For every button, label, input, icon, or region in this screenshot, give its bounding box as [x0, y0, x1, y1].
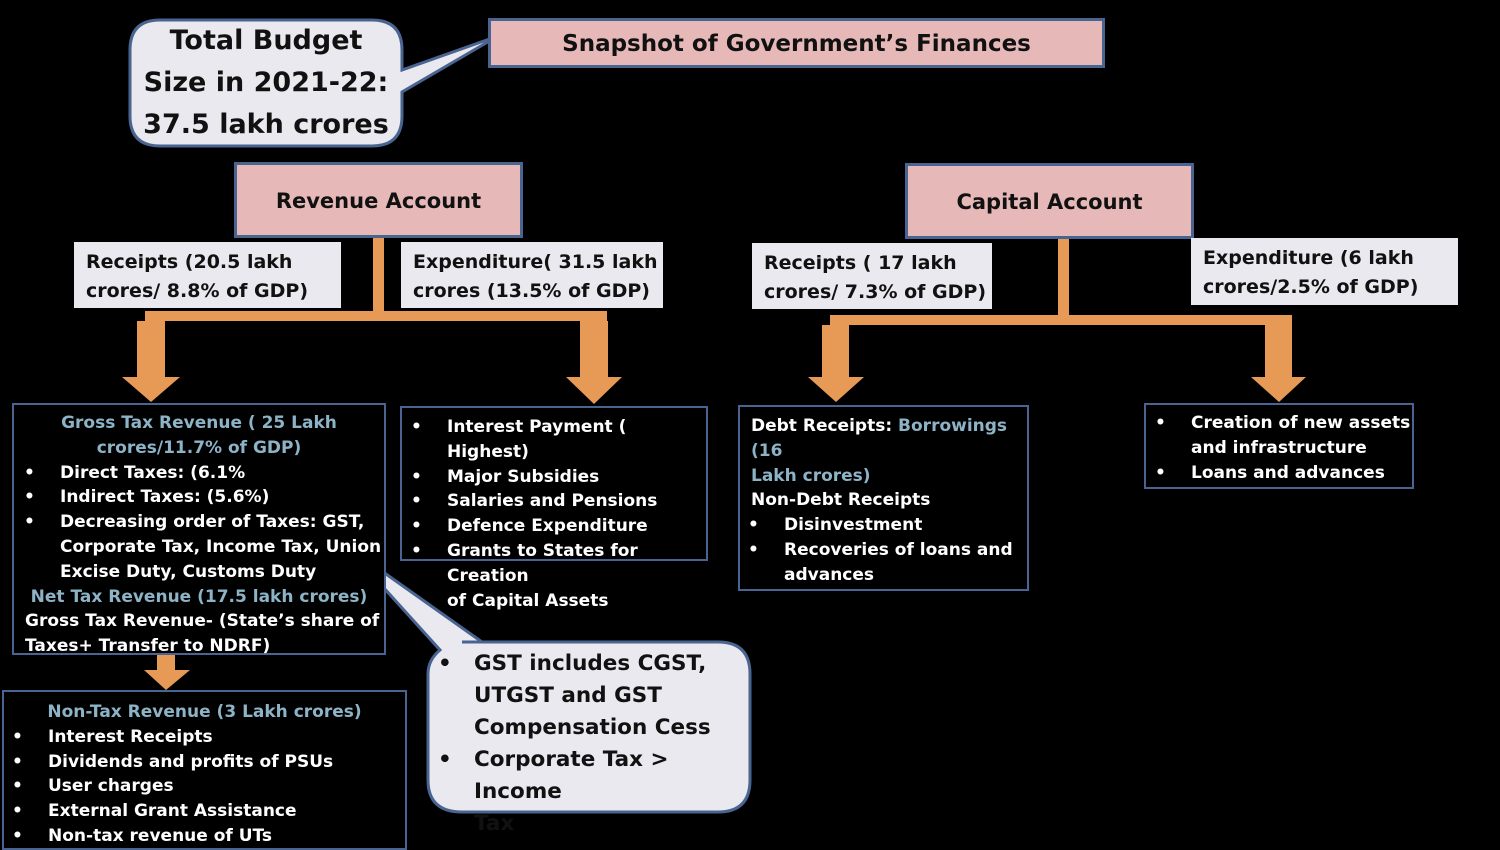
- borrowings-text: Borrowings (16: [751, 416, 1008, 461]
- corp-tax-line1: Corporate Tax > Income: [474, 747, 669, 804]
- revenue-right-shaft: [580, 321, 608, 377]
- capital-branch-bar: [830, 315, 1292, 325]
- revenue-account-title: Revenue Account: [275, 189, 482, 213]
- capital-account-title: Capital Account: [956, 190, 1143, 214]
- list-item: Disinvestment: [748, 513, 1027, 538]
- borrowings-text-line2: Lakh crores): [751, 465, 871, 486]
- capital-expenditure-line2: crores/2.5% of GDP): [1203, 276, 1419, 298]
- list-item: External Grant Assistance: [12, 799, 405, 824]
- gross-tax-heading-line2: crores/11.7% of GDP): [96, 437, 302, 458]
- list-item: Decreasing order of Taxes: GST, Corporat…: [24, 510, 384, 584]
- list-item: Interest Receipts: [12, 725, 405, 750]
- revenue-right-arrowhead: [566, 377, 622, 404]
- grants-line2: of Capital Assets: [447, 590, 609, 611]
- nontax-arrowhead: [144, 670, 190, 690]
- capital-receipts-line2: crores/ 7.3% of GDP): [764, 281, 987, 303]
- budget-callout-line2: Size in 2021-22:: [143, 67, 389, 98]
- capital-right-arrowhead: [1251, 377, 1306, 402]
- non-tax-heading: Non-Tax Revenue (3 Lakh crores): [47, 702, 362, 722]
- capital-expenditure-label: Expenditure (6 lakh crores/2.5% of GDP): [1191, 238, 1458, 305]
- list-item: Non-tax revenue of UTs: [12, 824, 405, 849]
- decreasing-order-line3: Excise Duty, Customs Duty: [60, 561, 317, 582]
- net-tax-heading: Net Tax Revenue (17.5 lakh crores): [30, 586, 368, 607]
- gross-tax-list: Direct Taxes: (6.1% Indirect Taxes: (5.6…: [14, 461, 384, 585]
- recoveries-line1: Recoveries of loans and: [784, 539, 1013, 560]
- non-debt-list: Disinvestment Recoveries of loans and ad…: [748, 513, 1027, 588]
- budget-callout-bubble: [128, 18, 499, 148]
- revenue-expenditure-line2: crores (13.5% of GDP): [413, 280, 650, 302]
- nontax-shaft: [157, 655, 175, 670]
- revenue-branch-bar: [145, 311, 607, 321]
- debt-receipts-line: Debt Receipts: Borrowings (16: [751, 414, 1027, 464]
- gst-callout-list: GST includes CGST, UTGST and GST Compens…: [432, 648, 746, 840]
- gst-line3: Compensation Cess: [474, 715, 711, 740]
- list-item: Major Subsidies: [411, 465, 706, 490]
- list-item: User charges: [12, 774, 405, 799]
- capital-expenditure-list: Creation of new assets and infrastructur…: [1146, 411, 1412, 485]
- list-item: Indirect Taxes: (5.6%): [24, 485, 384, 510]
- revenue-stem: [373, 236, 384, 316]
- gst-line1: GST includes CGST,: [474, 651, 707, 676]
- revenue-receipts-line1: Receipts (20.5 lakh: [86, 251, 293, 273]
- debt-receipts-label: Debt Receipts:: [751, 416, 893, 436]
- list-item: Defence Expenditure: [411, 514, 706, 539]
- capital-receipts-label: Receipts ( 17 lakh crores/ 7.3% of GDP): [752, 243, 992, 309]
- gross-tax-heading-line1: Gross Tax Revenue ( 25 Lakh: [61, 413, 337, 433]
- gross-tax-revenue-panel: Gross Tax Revenue ( 25 Lakh crores/11.7%…: [12, 403, 386, 656]
- page-title-text: Snapshot of Government’s Finances: [562, 31, 1031, 57]
- capital-expenditure-panel: Creation of new assets and infrastructur…: [1144, 403, 1414, 489]
- budget-callout-line1: Total Budget: [169, 25, 363, 56]
- gst-callout: GST includes CGST, UTGST and GST Compens…: [432, 648, 746, 836]
- revenue-receipts-label: Receipts (20.5 lakh crores/ 8.8% of GDP): [74, 242, 341, 308]
- non-tax-list: Interest Receipts Dividends and profits …: [4, 725, 405, 849]
- capital-receipts-panel: Debt Receipts: Borrowings (16 Lakh crore…: [738, 405, 1029, 591]
- revenue-receipts-line2: crores/ 8.8% of GDP): [86, 280, 309, 302]
- grants-line1: Grants to States for Creation: [447, 540, 638, 586]
- decreasing-order-line1: Decreasing order of Taxes: GST,: [60, 512, 365, 533]
- list-item: Interest Payment ( Highest): [411, 415, 706, 465]
- non-tax-revenue-panel: Non-Tax Revenue (3 Lakh crores) Interest…: [2, 690, 407, 850]
- revenue-expenditure-label: Expenditure( 31.5 lakh crores (13.5% of …: [401, 242, 663, 308]
- list-item: Corporate Tax > Income Tax: [438, 744, 746, 840]
- list-item: Recoveries of loans and advances: [748, 538, 1027, 588]
- gst-line2: UTGST and GST: [474, 683, 662, 708]
- list-item: Dividends and profits of PSUs: [12, 750, 405, 775]
- net-tax-line1: Gross Tax Revenue- (State’s share of: [25, 611, 380, 632]
- capital-left-shaft: [822, 325, 849, 377]
- capital-expenditure-line1: Expenditure (6 lakh: [1203, 247, 1414, 269]
- capital-receipts-line1: Receipts ( 17 lakh: [764, 252, 957, 274]
- capital-account-header: Capital Account: [905, 163, 1194, 239]
- net-tax-line2: Taxes+ Transfer to NDRF): [25, 636, 271, 657]
- page-title: Snapshot of Government’s Finances: [488, 18, 1105, 68]
- list-item: Direct Taxes: (6.1%: [24, 461, 384, 486]
- budget-callout: Total Budget Size in 2021-22: 37.5 lakh …: [132, 20, 400, 144]
- capital-right-shaft: [1265, 325, 1292, 377]
- revenue-left-arrowhead: [122, 377, 180, 402]
- corp-tax-line2: Tax: [474, 811, 515, 836]
- revenue-account-header: Revenue Account: [234, 162, 523, 238]
- revenue-left-shaft: [137, 321, 165, 377]
- non-debt-receipts-label: Non-Debt Receipts: [751, 490, 931, 511]
- list-item: Salaries and Pensions: [411, 489, 706, 514]
- budget-callout-line3: 37.5 lakh crores: [143, 109, 389, 140]
- revenue-expenditure-panel: Interest Payment ( Highest) Major Subsid…: [400, 406, 708, 611]
- capital-left-arrowhead: [808, 377, 864, 402]
- creation-line1: Creation of new assets: [1191, 413, 1411, 433]
- list-item: GST includes CGST, UTGST and GST Compens…: [438, 648, 746, 744]
- list-item: Grants to States for Creation of Capital…: [411, 539, 706, 613]
- creation-line2: and infrastructure: [1191, 437, 1367, 458]
- recoveries-line2: advances: [784, 564, 875, 585]
- revenue-expenditure-line1: Expenditure( 31.5 lakh: [413, 251, 658, 273]
- revenue-expenditure-list: Interest Payment ( Highest) Major Subsid…: [402, 415, 706, 613]
- list-item: Loans and advances: [1155, 461, 1412, 486]
- capital-stem: [1058, 236, 1069, 320]
- list-item: Creation of new assets and infrastructur…: [1155, 411, 1412, 461]
- decreasing-order-line2: Corporate Tax, Income Tax, Union: [60, 536, 382, 557]
